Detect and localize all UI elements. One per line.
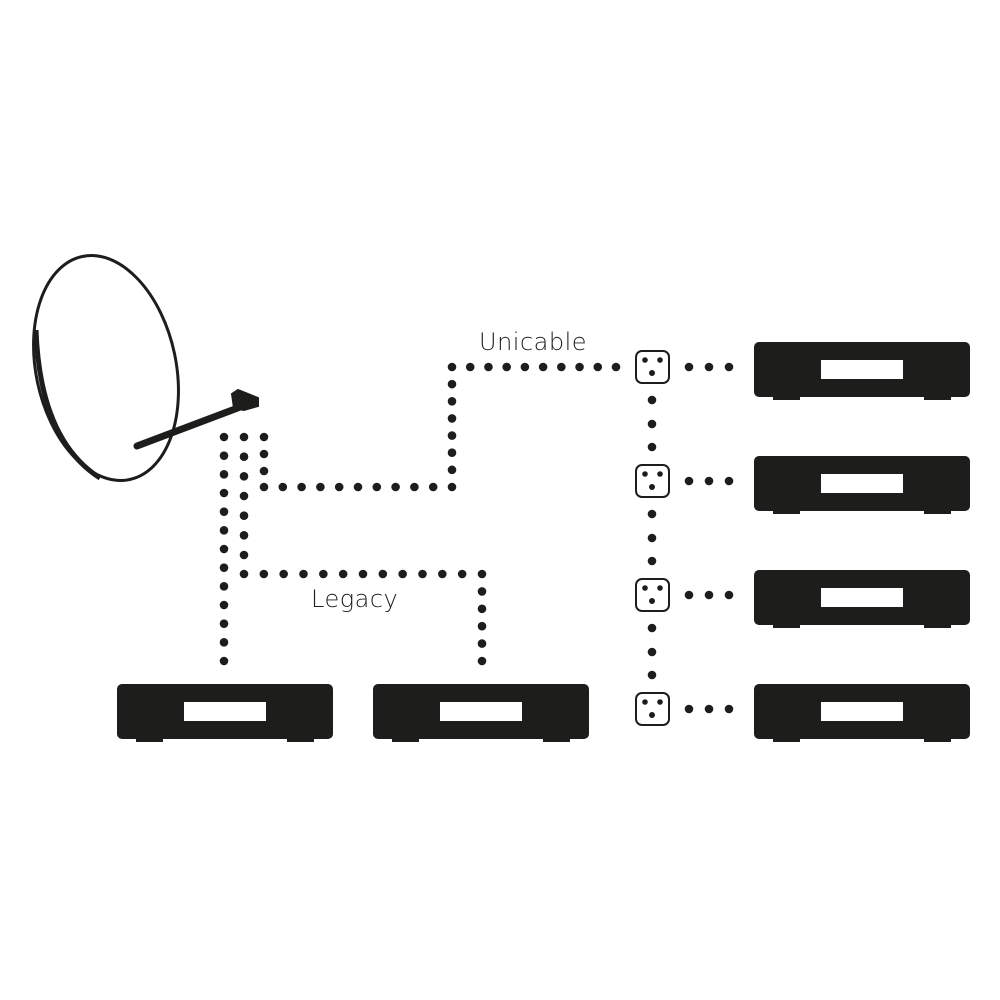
set-top-box-icon (117, 684, 333, 742)
wall-socket-icon (635, 464, 670, 498)
satellite-dish-icon (32, 254, 259, 482)
wall-socket-icon (635, 578, 670, 612)
cable-dots (219, 362, 734, 714)
set-top-box-icon (373, 684, 589, 742)
wall-socket-icon (635, 692, 670, 726)
set-top-box-icon (754, 456, 970, 514)
unicable-label: Unicable (479, 328, 588, 356)
wall-socket-icon (635, 350, 670, 384)
set-top-box-icon (754, 570, 970, 628)
receivers (117, 342, 970, 742)
unicable-sockets (635, 350, 670, 726)
set-top-box-icon (754, 342, 970, 400)
set-top-box-icon (754, 684, 970, 742)
legacy-label: Legacy (311, 585, 399, 613)
